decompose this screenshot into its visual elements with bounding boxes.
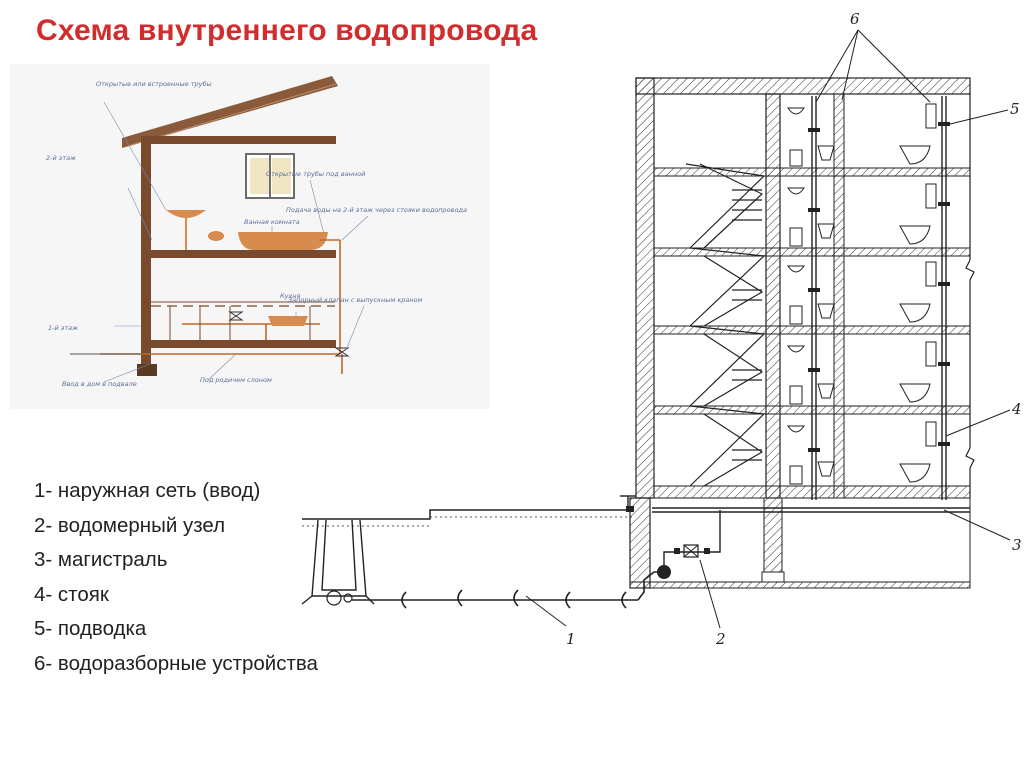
foundation: [137, 364, 157, 376]
building-scheme: 1 2 3 4 5 6: [290, 0, 1024, 767]
number-6: 6: [850, 10, 860, 28]
window: [245, 153, 295, 199]
ceiling: [141, 136, 336, 144]
label-under-floor: Под родичем слоном: [200, 376, 272, 384]
legend-item-2: 2- водомерный узел: [34, 513, 226, 537]
legend-item-5: 5- подводка: [34, 617, 147, 640]
sink-icon: [166, 210, 206, 218]
taps: [808, 122, 950, 452]
slide-title: Схема внутреннего водопровода: [36, 14, 538, 47]
water-meter-icon: [657, 544, 710, 579]
house-scheme: Открытые или встроенные трубы 2-й этаж О…: [10, 64, 490, 409]
roof-edge: [127, 83, 337, 147]
fixtures: [787, 103, 937, 485]
label-open-bath-pipes: Открытые трубы под ванной: [266, 170, 365, 178]
number-1: 1: [566, 630, 576, 648]
label-open-pipes: Открытые или встроенные трубы: [96, 80, 212, 88]
inlet-gate-icon: [326, 590, 353, 606]
legend-item-4: 4- стояк: [34, 582, 109, 606]
legend-item-6: 6- водоразборные устройства: [34, 651, 318, 675]
main-valve-icon: [334, 347, 350, 357]
outer-wall-right: [965, 94, 975, 498]
number-4: 4: [1011, 400, 1022, 418]
legend-item-1: 1- наружная сеть (ввод): [34, 479, 261, 502]
inlet-well: [301, 519, 375, 605]
legend-item-3: 3- магистраль: [34, 548, 168, 571]
label-shutoff-valve: Запорный клапан с выпускным краном: [288, 296, 423, 304]
stair-wall: [765, 93, 781, 499]
legend: 1- наружная сеть (ввод) 2- водомерный уз…: [34, 474, 318, 681]
column-footing: [761, 571, 785, 583]
basement-floor: [629, 581, 971, 589]
label-kitchen: Кухня: [280, 292, 301, 300]
basement-column: [763, 497, 783, 573]
outer-wall-left: [635, 77, 655, 499]
floor-1-slab: [141, 340, 336, 348]
staircase: [685, 163, 766, 487]
kitchen-valve-icon: [228, 311, 244, 321]
floor-2-slab: [141, 250, 336, 258]
ground-surface: [302, 509, 634, 520]
leader-lines: [103, 101, 369, 383]
risers: [811, 96, 947, 500]
label-floor1: 1-й этаж: [48, 324, 78, 332]
bathtub-icon: [238, 232, 328, 250]
main-line: [652, 507, 970, 566]
roof: [122, 76, 338, 148]
label-inlet: Ввод в дом в подвале: [62, 380, 137, 388]
external-pipe: [352, 571, 664, 609]
toilet-icon: [208, 231, 224, 241]
label-supply-floor2: Подача воды на 2-й этаж через стояки вод…: [286, 206, 467, 214]
number-5: 5: [1010, 100, 1020, 118]
roof-slab: [635, 77, 971, 95]
outside-valve-icon: [620, 495, 636, 512]
label-floor2: 2-й этаж: [46, 154, 76, 162]
number-3: 3: [1012, 536, 1022, 554]
label-bathroom: Ванная комната: [244, 218, 300, 226]
number-leaders: [525, 29, 1011, 629]
partition-wall: [833, 93, 845, 499]
number-2: 2: [715, 630, 726, 648]
kitchen-sink-icon: [268, 316, 308, 326]
